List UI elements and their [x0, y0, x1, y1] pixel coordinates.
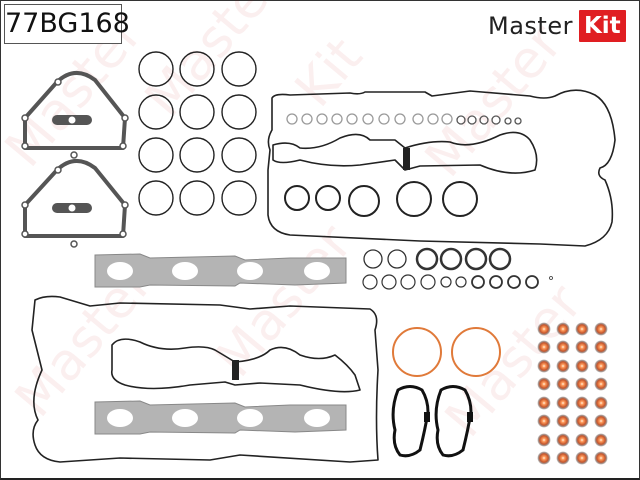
svg-text:Master: Master — [204, 213, 365, 388]
copper-washer-grid — [537, 322, 608, 465]
brand-logo-master-text: Master — [488, 12, 573, 40]
valve-cover-gasket-lower — [31, 295, 379, 463]
valve-cover-gasket-upper — [267, 89, 616, 247]
svg-text:Master: Master — [434, 273, 595, 448]
assorted-o-rings — [362, 247, 553, 290]
pear-gaskets — [391, 385, 473, 458]
copper-rings — [392, 327, 501, 377]
exhaust-manifold-gasket-top — [94, 253, 347, 288]
valve-cover-joint — [403, 148, 410, 170]
exhaust-manifold-gasket-bottom — [94, 400, 347, 435]
valve-cover-joint-lower — [232, 360, 239, 380]
brand-logo: Master Kit — [488, 9, 626, 43]
tube-seals-row — [286, 113, 453, 125]
medium-o-rings — [284, 181, 478, 217]
large-o-rings — [138, 51, 257, 216]
watermark: Master Master Kit Master Master Master M… — [0, 0, 595, 448]
brand-logo-kit-badge: Kit — [578, 10, 626, 42]
svg-text:Kit: Kit — [284, 27, 374, 118]
part-number-label: 77BG168 — [4, 4, 130, 44]
